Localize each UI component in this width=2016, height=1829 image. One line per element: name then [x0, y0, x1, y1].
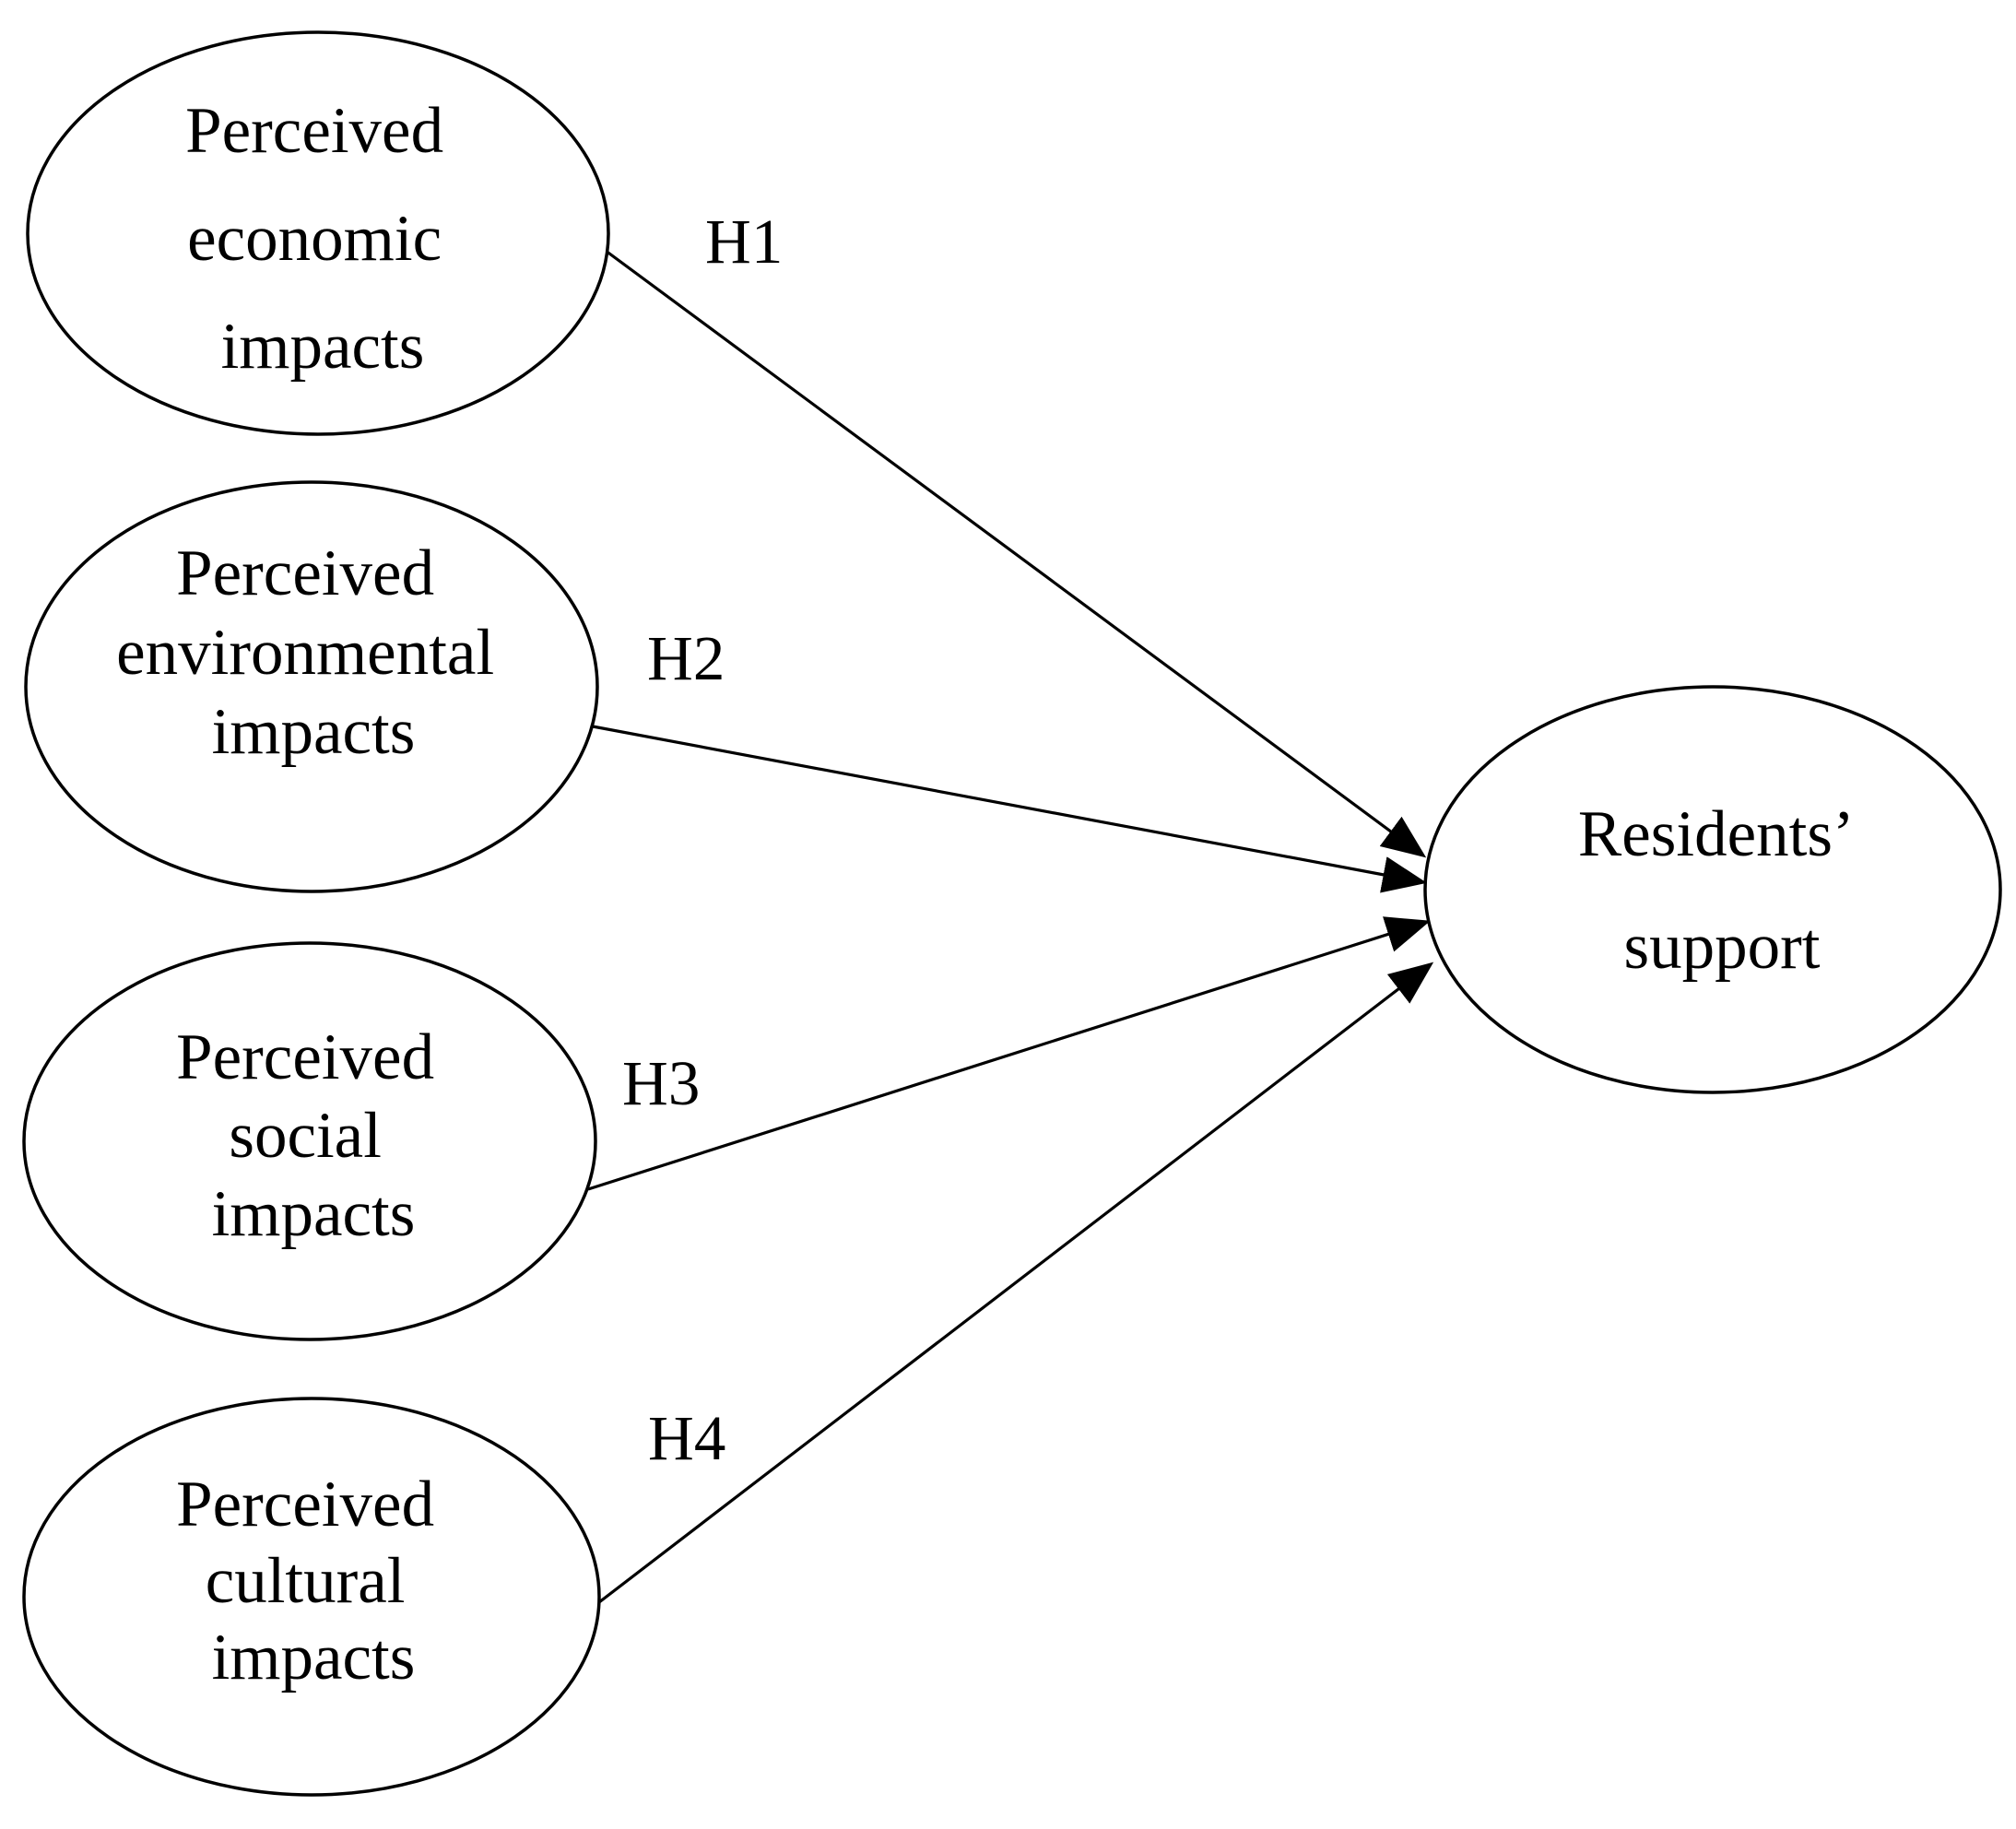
arrow-h4-cultural-to-support — [598, 962, 1434, 1604]
hypothesis-label-h1: H1 — [705, 206, 783, 277]
node-label-line: environmental — [116, 617, 494, 689]
node-label-residents-support: Residents’ support — [1578, 798, 1866, 983]
node-label-line: Perceived — [176, 1469, 434, 1540]
node-label-line: social — [229, 1100, 382, 1172]
node-label-perceived-environmental-impacts: Perceived environmental impacts — [116, 537, 511, 768]
node-label-line: Perceived — [176, 537, 434, 609]
hypothesis-label-h3: H3 — [622, 1048, 700, 1118]
node-label-line: impacts — [212, 696, 416, 768]
hypothesis-label-h2: H2 — [647, 623, 725, 693]
node-label-perceived-economic-impacts: Perceived economic impacts — [185, 95, 460, 383]
node-label-line: impacts — [212, 1178, 416, 1250]
node-label-line: support — [1624, 911, 1821, 983]
node-label-line: Perceived — [176, 1021, 434, 1093]
node-ellipse-residents-support — [1423, 685, 2002, 1094]
node-ellipse-perceived-social-impacts — [22, 941, 597, 1341]
node-label-line: Residents’ — [1578, 798, 1849, 870]
arrow-h2-environmental-to-support — [592, 725, 1427, 893]
node-label-line: impacts — [221, 311, 425, 383]
node-ellipse-perceived-cultural-impacts — [22, 1397, 601, 1797]
node-label-line: cultural — [206, 1545, 406, 1617]
node-label-line: Perceived — [185, 95, 443, 167]
node-ellipse-perceived-economic-impacts — [26, 30, 610, 436]
node-label-perceived-social-impacts: Perceived social impacts — [176, 1021, 451, 1250]
arrow-h1-economic-to-support — [605, 249, 1427, 858]
node-label-line: impacts — [212, 1622, 416, 1693]
node-ellipse-perceived-environmental-impacts — [24, 480, 599, 893]
node-label-perceived-cultural-impacts: Perceived cultural impacts — [176, 1469, 451, 1693]
arrow-h3-social-to-support — [587, 916, 1431, 1191]
node-label-line: economic — [187, 203, 442, 275]
hypothesis-label-h4: H4 — [648, 1403, 725, 1473]
